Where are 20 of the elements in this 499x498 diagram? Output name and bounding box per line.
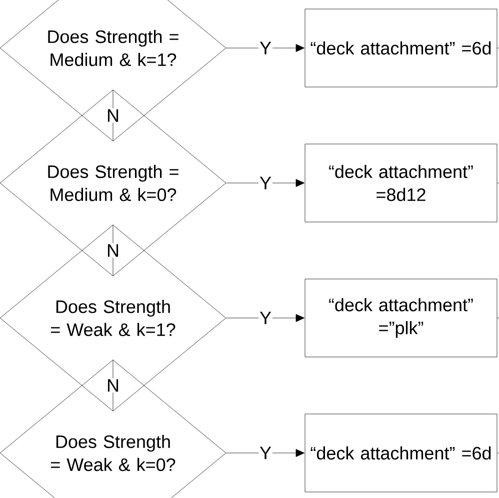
connector-line: [497, 182, 499, 184]
connector-line: [112, 90, 114, 142]
arrow: [226, 449, 304, 457]
connector-line: [112, 224, 114, 276]
arrow: [226, 179, 304, 187]
arrow: [226, 44, 304, 52]
edge-label: Y: [258, 446, 272, 460]
edge-label: Y: [258, 176, 272, 190]
edge-label: N: [106, 108, 120, 123]
process-box: “deck attachment” =”plk”: [304, 278, 498, 358]
connector-line: [112, 359, 114, 412]
edge-label: N: [106, 378, 120, 393]
edge-label: Y: [258, 40, 272, 56]
process-box: “deck attachment” =6d: [304, 414, 498, 492]
edge-label: N: [106, 243, 120, 258]
process-box: “deck attachment” =6d: [304, 8, 498, 88]
edge-label: Y: [258, 310, 272, 326]
connector-line: [497, 452, 499, 454]
process-box: “deck attachment” =8d12: [304, 144, 498, 222]
arrow: [226, 314, 304, 322]
